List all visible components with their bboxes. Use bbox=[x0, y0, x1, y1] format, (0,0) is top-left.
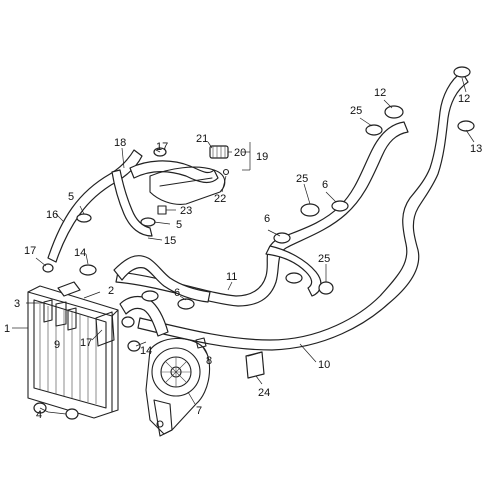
callout-6b: 6 bbox=[264, 213, 270, 225]
callout-19: 19 bbox=[256, 151, 268, 163]
callout-11: 11 bbox=[226, 271, 237, 283]
callout-14a: 14 bbox=[74, 247, 86, 259]
callout-4: 4 bbox=[36, 409, 42, 421]
callout-12a: 12 bbox=[374, 87, 386, 99]
hose-10 bbox=[137, 71, 469, 351]
radiator bbox=[27, 285, 119, 419]
bolt-22 bbox=[222, 168, 230, 176]
callout-12b: 12 bbox=[458, 93, 470, 105]
callout-7: 7 bbox=[196, 405, 202, 417]
callout-20: 20 bbox=[234, 147, 246, 159]
leader-lines bbox=[12, 77, 475, 415]
callout-5b: 5 bbox=[176, 219, 182, 231]
hose-18 bbox=[111, 160, 219, 237]
hose-upper-right bbox=[265, 245, 322, 297]
callout-labels: 1 2 3 4 5 5 6 6 6 7 8 9 10 11 12 12 13 1… bbox=[4, 87, 482, 421]
callout-25a: 25 bbox=[350, 105, 362, 117]
callout-10: 10 bbox=[318, 359, 330, 371]
radiator-feet bbox=[33, 402, 79, 420]
bolt-23 bbox=[157, 205, 167, 215]
callout-8: 8 bbox=[206, 355, 212, 367]
cap-20 bbox=[209, 145, 229, 159]
callout-13: 13 bbox=[470, 143, 482, 155]
callout-17c: 17 bbox=[156, 141, 168, 153]
callout-2: 2 bbox=[108, 285, 114, 297]
callout-5a: 5 bbox=[68, 191, 74, 203]
callout-24: 24 bbox=[258, 387, 270, 399]
filler-cap bbox=[57, 281, 81, 297]
bolt-8 bbox=[195, 337, 207, 349]
callout-16: 16 bbox=[46, 209, 58, 221]
callout-23: 23 bbox=[180, 205, 192, 217]
callout-21: 21 bbox=[196, 133, 208, 145]
callout-6c: 6 bbox=[322, 179, 328, 191]
callout-3: 3 bbox=[14, 298, 20, 310]
callout-14b: 14 bbox=[140, 345, 152, 357]
hose-11 bbox=[115, 121, 409, 307]
callout-22: 22 bbox=[214, 193, 226, 205]
callout-17b: 17 bbox=[80, 337, 92, 349]
callout-6a: 6 bbox=[174, 287, 180, 299]
cooling-fan bbox=[145, 337, 211, 437]
callout-9: 9 bbox=[54, 339, 60, 351]
hose-14-lower bbox=[119, 295, 169, 337]
hose-15 bbox=[113, 255, 211, 303]
callout-25b: 25 bbox=[296, 173, 308, 185]
callout-15: 15 bbox=[164, 235, 176, 247]
callout-25c: 25 bbox=[318, 253, 330, 265]
callout-1: 1 bbox=[4, 323, 10, 335]
callout-17a: 17 bbox=[24, 245, 36, 257]
sensor-24 bbox=[245, 351, 265, 379]
hose-clamps bbox=[42, 66, 475, 352]
callout-18: 18 bbox=[114, 137, 126, 149]
